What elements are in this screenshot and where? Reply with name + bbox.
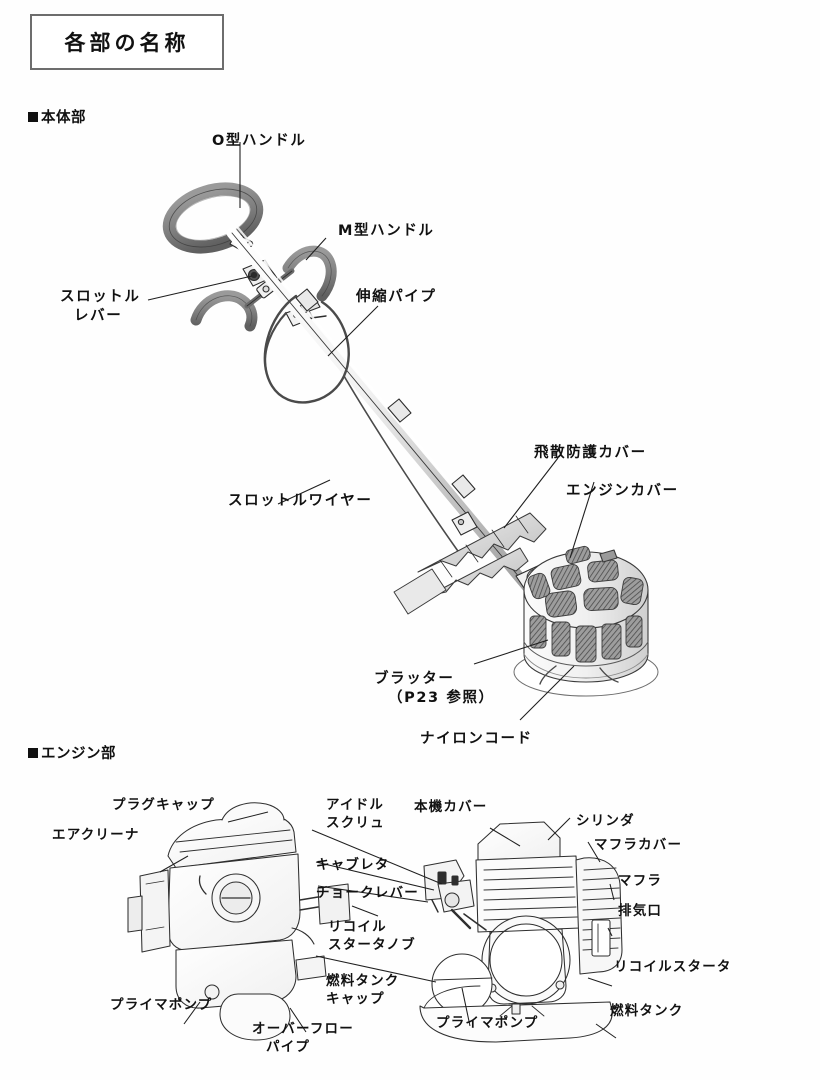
section-heading-engine-label: エンジン部	[41, 746, 116, 762]
label-fuel-tank: 燃料タンク	[610, 1003, 684, 1019]
label-recoil-starter: リコイルスタータ	[614, 959, 732, 975]
label-nylon-cord: ナイロンコード	[420, 731, 533, 747]
label-primer-pump-center: プライマポンプ	[436, 1015, 539, 1031]
label-exhaust-port: 排気口	[618, 903, 663, 919]
label-machine-cover: 本機カバー	[414, 799, 488, 815]
label-overflow-pipe: オーバーフロー パイプ	[252, 1021, 354, 1055]
label-telescoping-pipe: 伸縮パイプ	[356, 289, 437, 305]
label-muffler: マフラ	[618, 873, 663, 889]
label-choke-lever: チョークレバー	[316, 885, 419, 901]
page-title-box: 各部の名称	[30, 14, 224, 70]
label-blatter: ブラッター （P23 参照）	[374, 671, 495, 706]
section-heading-body-label: 本体部	[41, 110, 86, 126]
label-muffler-cover: マフラカバー	[594, 837, 683, 853]
label-cylinder: シリンダ	[576, 813, 635, 829]
label-throttle-wire: スロットルワイヤー	[228, 493, 373, 509]
label-o-handle: O型ハンドル	[212, 133, 307, 149]
label-idle-screw: アイドル スクリュ	[326, 797, 385, 831]
bullet-square-icon-2	[28, 748, 38, 758]
body-assembly-illustration	[0, 120, 820, 740]
label-fuel-tank-cap: 燃料タンク キャップ	[326, 973, 400, 1007]
bullet-square-icon	[28, 112, 38, 122]
page-title: 各部の名称	[64, 31, 190, 55]
section-heading-engine: エンジン部	[28, 742, 116, 763]
section-heading-body: 本体部	[28, 106, 86, 127]
label-recoil-starter-knob: リコイル スタータノブ	[328, 919, 416, 953]
label-engine-cover: エンジンカバー	[566, 483, 679, 499]
label-air-cleaner: エアクリーナ	[52, 827, 140, 843]
label-throttle-lever: スロットル レバー	[60, 289, 141, 324]
label-debris-guard: 飛散防護カバー	[534, 445, 647, 461]
label-plug-cap: プラグキャップ	[112, 797, 215, 813]
label-primer-pump-left: プライマポンプ	[110, 997, 213, 1013]
label-carburetor: キャブレタ	[316, 857, 390, 873]
label-m-handle: M型ハンドル	[338, 223, 435, 239]
